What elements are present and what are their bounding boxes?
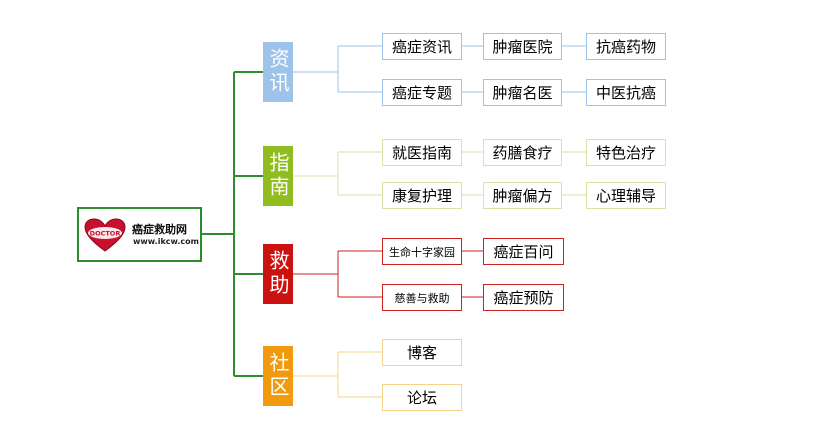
topic-link[interactable]: 康复护理 [382,182,462,209]
category-info[interactable]: 资讯 [263,42,293,102]
topic-link[interactable]: 心理辅导 [586,182,666,209]
topic-link[interactable]: 癌症专题 [382,79,462,106]
category-help[interactable]: 救助 [263,244,293,304]
heart-logo-icon: DOCTOR [84,218,126,252]
topic-link[interactable]: 生命十字家园 [382,238,462,265]
category-community-label: 社区 [266,352,290,400]
topic-link[interactable]: 慈善与救助 [382,284,462,311]
topic-link[interactable]: 特色治疗 [586,139,666,166]
topic-link[interactable]: 肿瘤医院 [483,33,562,60]
topic-link[interactable]: 抗癌药物 [586,33,666,60]
topic-link[interactable]: 论坛 [382,384,462,411]
topic-link[interactable]: 中医抗癌 [586,79,666,106]
root-node[interactable]: DOCTOR 癌症救助网 www.ikcw.com [77,207,202,262]
logo-text: DOCTOR [90,230,121,238]
site-url: www.ikcw.com [133,237,199,246]
category-community[interactable]: 社区 [263,346,293,406]
topic-link[interactable]: 肿瘤偏方 [483,182,562,209]
topic-link[interactable]: 癌症百问 [483,238,564,265]
site-title: 癌症救助网 [132,223,187,236]
category-info-label: 资讯 [266,48,290,96]
category-guide-label: 指南 [266,152,290,200]
topic-link[interactable]: 癌症预防 [483,284,564,311]
topic-link[interactable]: 博客 [382,339,462,366]
topic-link[interactable]: 药膳食疗 [483,139,562,166]
topic-link[interactable]: 就医指南 [382,139,462,166]
topic-link[interactable]: 癌症资讯 [382,33,462,60]
category-guide[interactable]: 指南 [263,146,293,206]
category-help-label: 救助 [266,250,290,298]
topic-link[interactable]: 肿瘤名医 [483,79,562,106]
